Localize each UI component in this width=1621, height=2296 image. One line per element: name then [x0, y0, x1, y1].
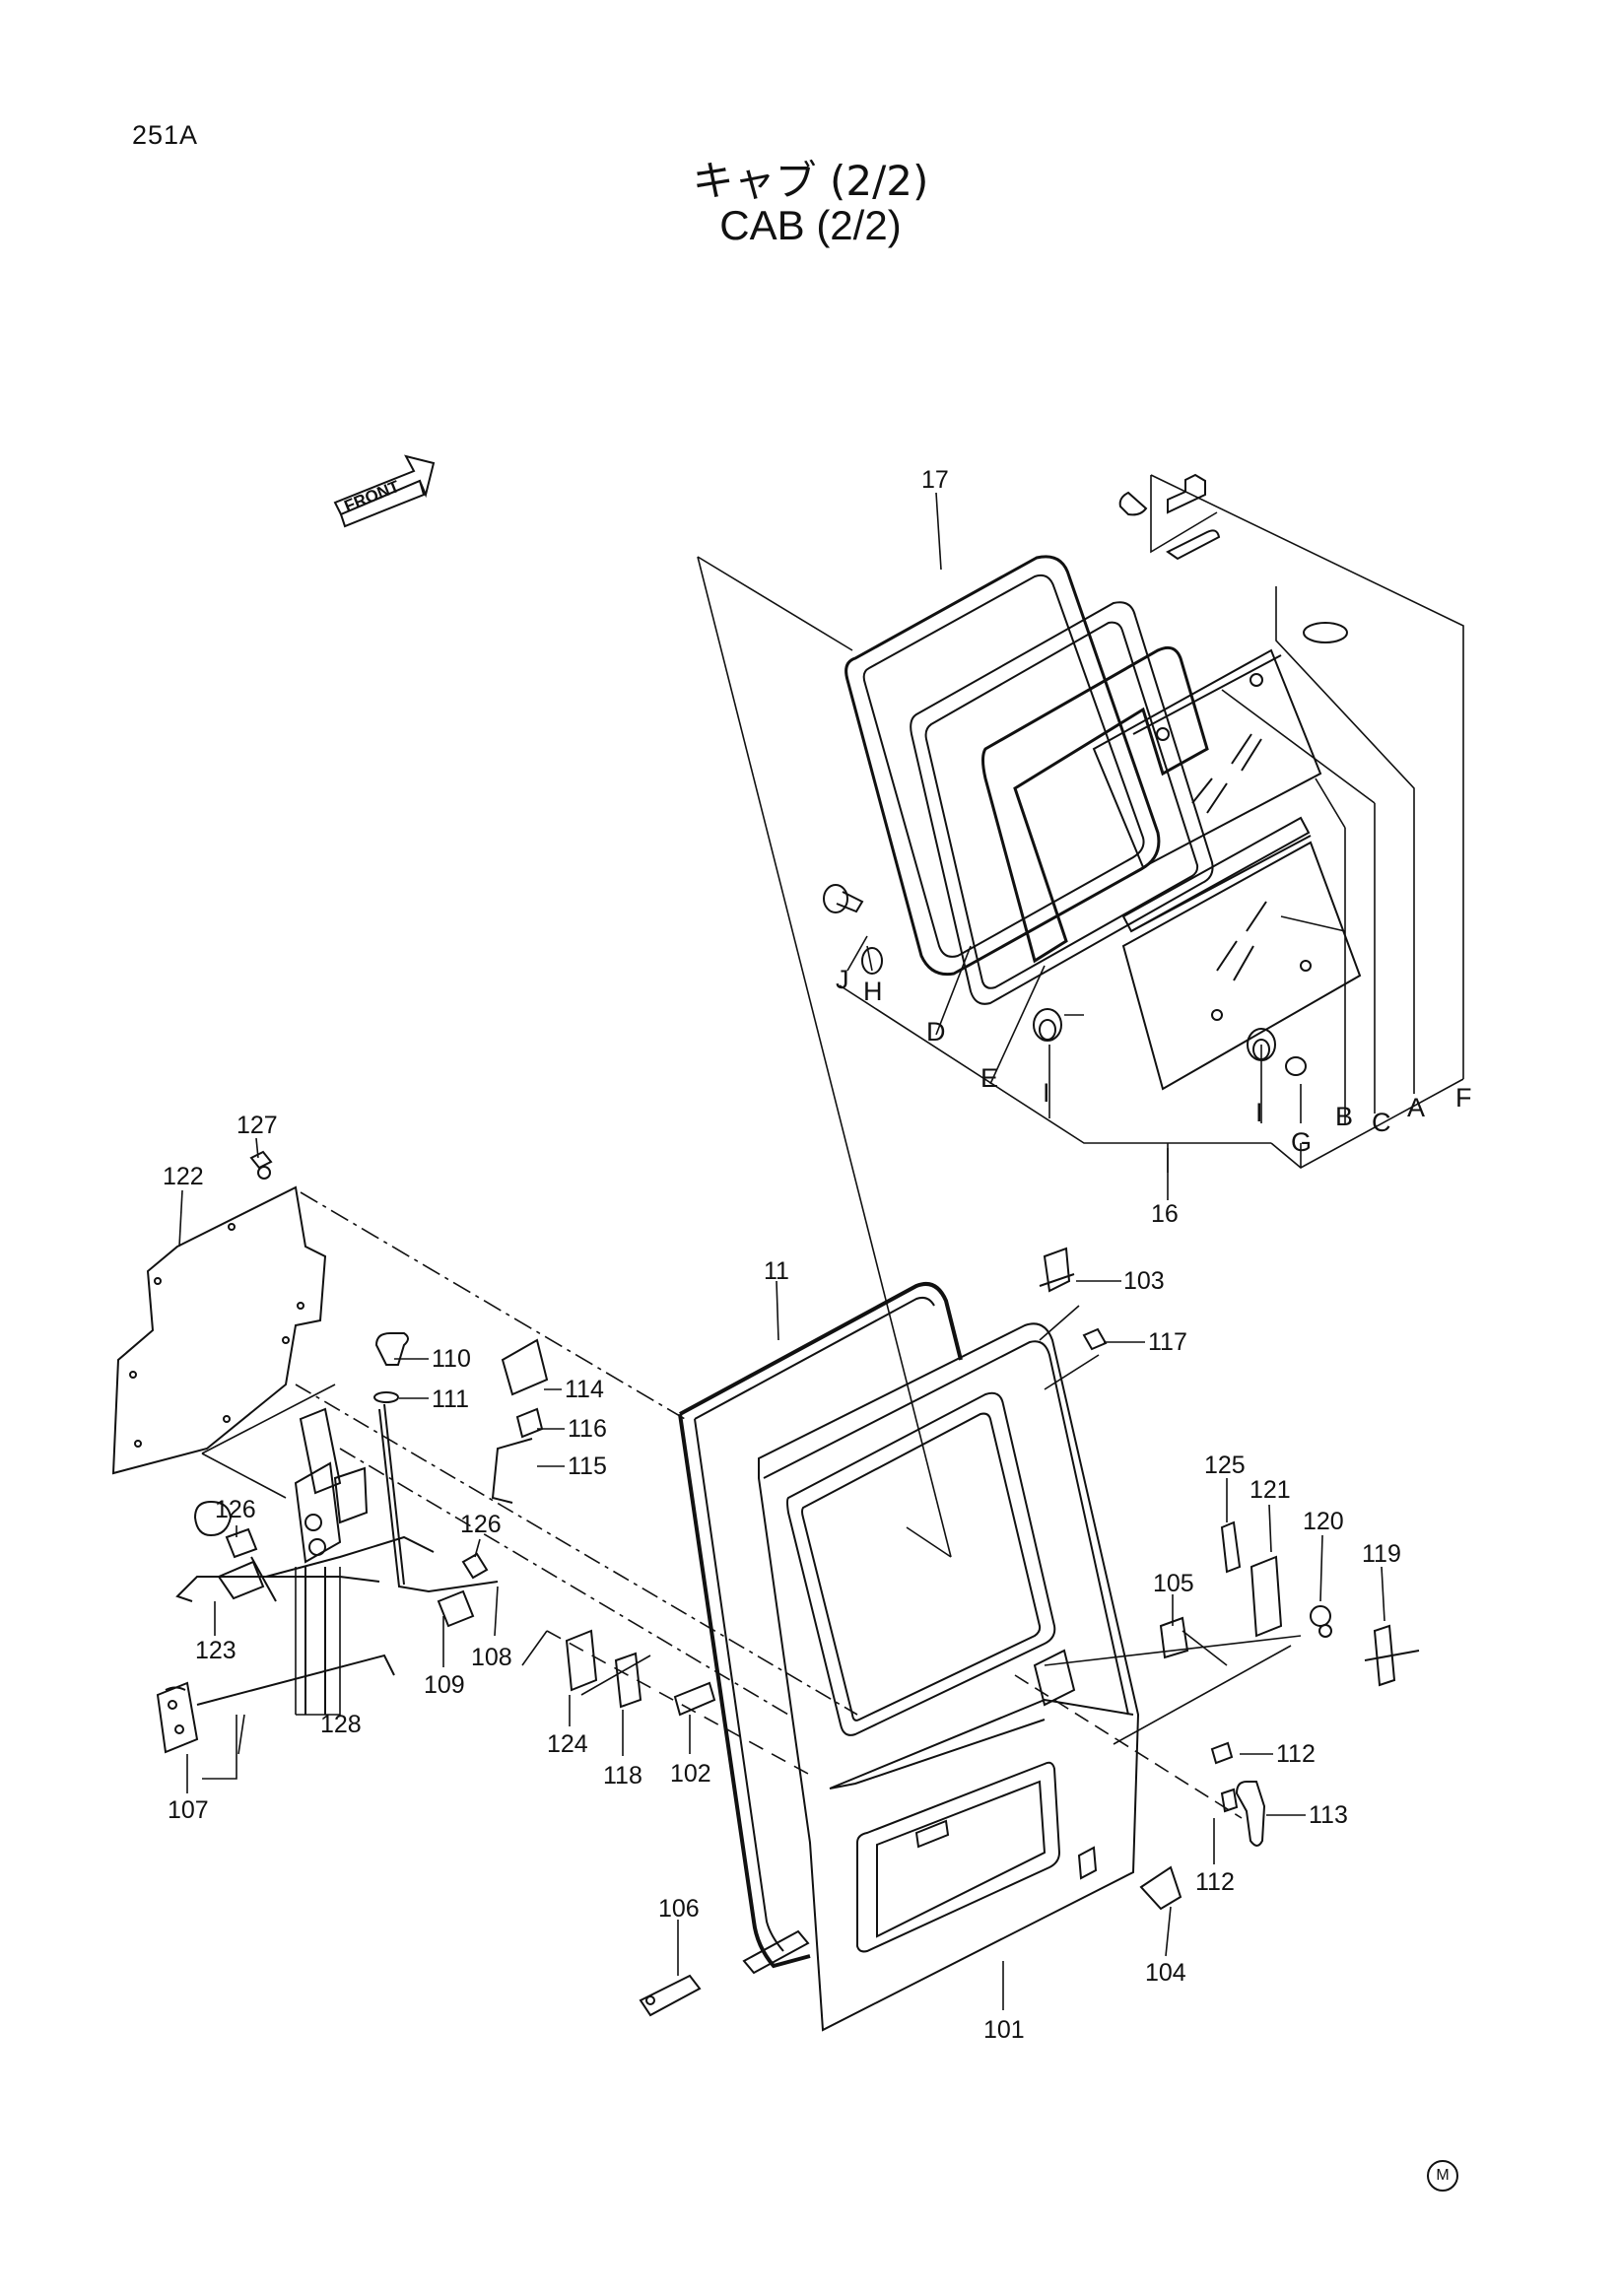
label-102: 102 [670, 1760, 711, 1788]
label-103: 103 [1123, 1267, 1165, 1295]
label-122: 122 [163, 1163, 204, 1190]
window-channel-e [981, 645, 1209, 964]
label-114: 114 [565, 1376, 604, 1403]
label-109: 109 [424, 1671, 465, 1699]
label-124: 124 [547, 1730, 588, 1758]
label-101: 101 [983, 2016, 1025, 2044]
label-125: 125 [1204, 1452, 1246, 1479]
lock-parts [156, 1247, 1420, 2017]
cover-plate-122 [111, 1185, 327, 1475]
label-112-top: 112 [1276, 1740, 1316, 1768]
label-108: 108 [471, 1644, 512, 1671]
letter-j: J [836, 965, 849, 994]
part-labels: 17 16 11 101 102 103 104 105 106 107 108… [163, 466, 1401, 2044]
window-seal-17 [844, 555, 1161, 977]
letter-a: A [1407, 1093, 1425, 1122]
window-frame-d [910, 601, 1214, 1005]
title-japanese: キャブ (2/2) [692, 157, 929, 205]
label-121: 121 [1250, 1476, 1291, 1504]
label-leaders [178, 492, 1385, 2010]
label-11: 11 [764, 1257, 789, 1285]
letter-h: H [863, 977, 883, 1006]
label-119: 119 [1362, 1540, 1401, 1568]
window-latch-parts [1118, 473, 1348, 643]
small-fasteners [823, 884, 1307, 1076]
glass-rail-c [1121, 816, 1312, 933]
label-111: 111 [432, 1385, 469, 1413]
letter-g: G [1291, 1127, 1312, 1157]
label-105: 105 [1153, 1570, 1194, 1597]
letter-labels: A B C D E F G H I I J [836, 965, 1472, 1157]
letter-i-left: I [1043, 1078, 1050, 1108]
front-arrow-icon: FRONT [333, 454, 436, 528]
label-126-right: 126 [460, 1511, 502, 1538]
letter-f: F [1455, 1083, 1472, 1113]
label-107: 107 [168, 1796, 209, 1824]
label-127: 127 [236, 1112, 278, 1139]
letter-c: C [1372, 1108, 1391, 1137]
label-126-left: 126 [215, 1496, 256, 1523]
label-115: 115 [568, 1452, 607, 1480]
label-106: 106 [658, 1895, 700, 1923]
lower-glass-b [1121, 841, 1362, 1091]
page-code: 251A [132, 120, 199, 150]
label-104: 104 [1145, 1959, 1186, 1987]
door-101 [758, 1322, 1140, 2032]
label-110: 110 [432, 1345, 471, 1373]
letter-i-right: I [1255, 1098, 1263, 1127]
letter-e: E [980, 1063, 998, 1093]
label-118: 118 [603, 1762, 642, 1790]
door-seal-11 [678, 1281, 963, 1975]
leader-lines [201, 474, 1464, 1819]
label-16: 16 [1151, 1200, 1179, 1228]
label-117: 117 [1148, 1328, 1187, 1356]
title-english: CAB (2/2) [719, 202, 902, 248]
label-112-bottom: 112 [1195, 1868, 1235, 1896]
label-120: 120 [1303, 1508, 1344, 1535]
upper-glass-a [1092, 648, 1322, 869]
label-123: 123 [195, 1637, 236, 1664]
letter-d: D [926, 1017, 946, 1047]
bolt-127 [249, 1150, 273, 1180]
label-113: 113 [1309, 1801, 1348, 1829]
label-17: 17 [921, 466, 949, 494]
corner-mark: M [1427, 2160, 1458, 2192]
letter-b: B [1335, 1102, 1353, 1131]
label-116: 116 [568, 1415, 607, 1443]
